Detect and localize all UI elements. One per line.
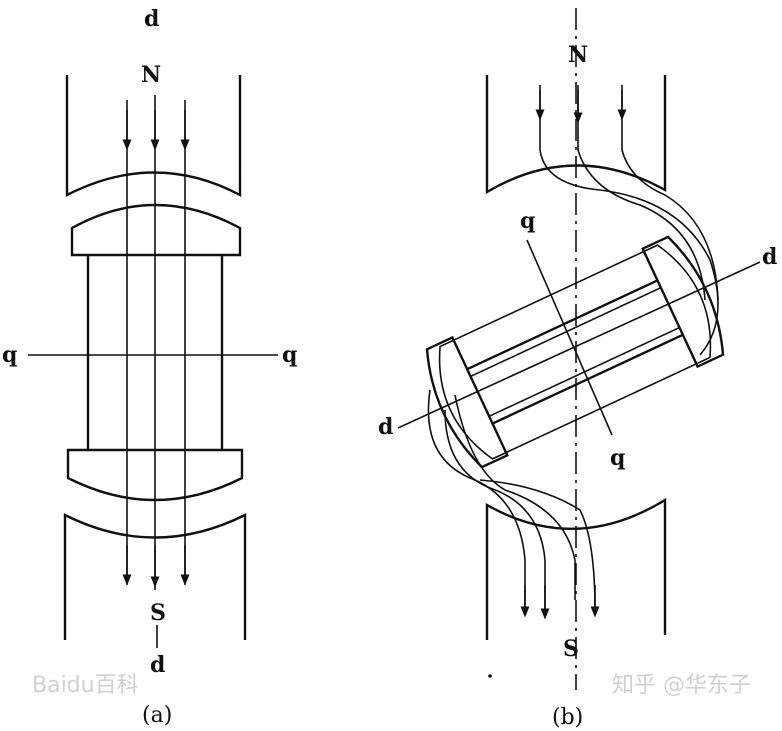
caption-a: (a) (142, 703, 172, 728)
label-q-bottom-b: q (610, 445, 625, 471)
label-d-left-b: d (378, 414, 393, 440)
flux-lines-a (122, 95, 190, 590)
label-d-top-a: d (144, 6, 159, 32)
d-axis-b (397, 261, 761, 429)
diagram-b: N q d d q S (b) (378, 8, 777, 730)
caption-b: (b) (552, 705, 583, 730)
watermark-baidu: Baidu百科 (32, 673, 139, 698)
label-d-bottom-a: d (150, 652, 165, 678)
dot-mark (488, 674, 492, 678)
label-n-b: N (568, 42, 588, 68)
flux-lines-b (427, 85, 719, 620)
label-n-a: N (141, 62, 161, 88)
diagram-a: d N q q S d (a) (2, 6, 297, 728)
label-q-top-b: q (520, 208, 535, 234)
label-d-right-b: d (762, 244, 777, 270)
q-axis-b (526, 239, 613, 436)
rotor-a (66, 203, 244, 502)
stator-pole-north-a (65, 75, 242, 197)
label-q-left-a: q (2, 342, 17, 368)
label-s-b: S (563, 636, 579, 662)
label-s-a: S (150, 600, 166, 626)
label-q-right-a: q (282, 342, 297, 368)
watermark-zhihu: 知乎 @华东子 (612, 673, 751, 698)
